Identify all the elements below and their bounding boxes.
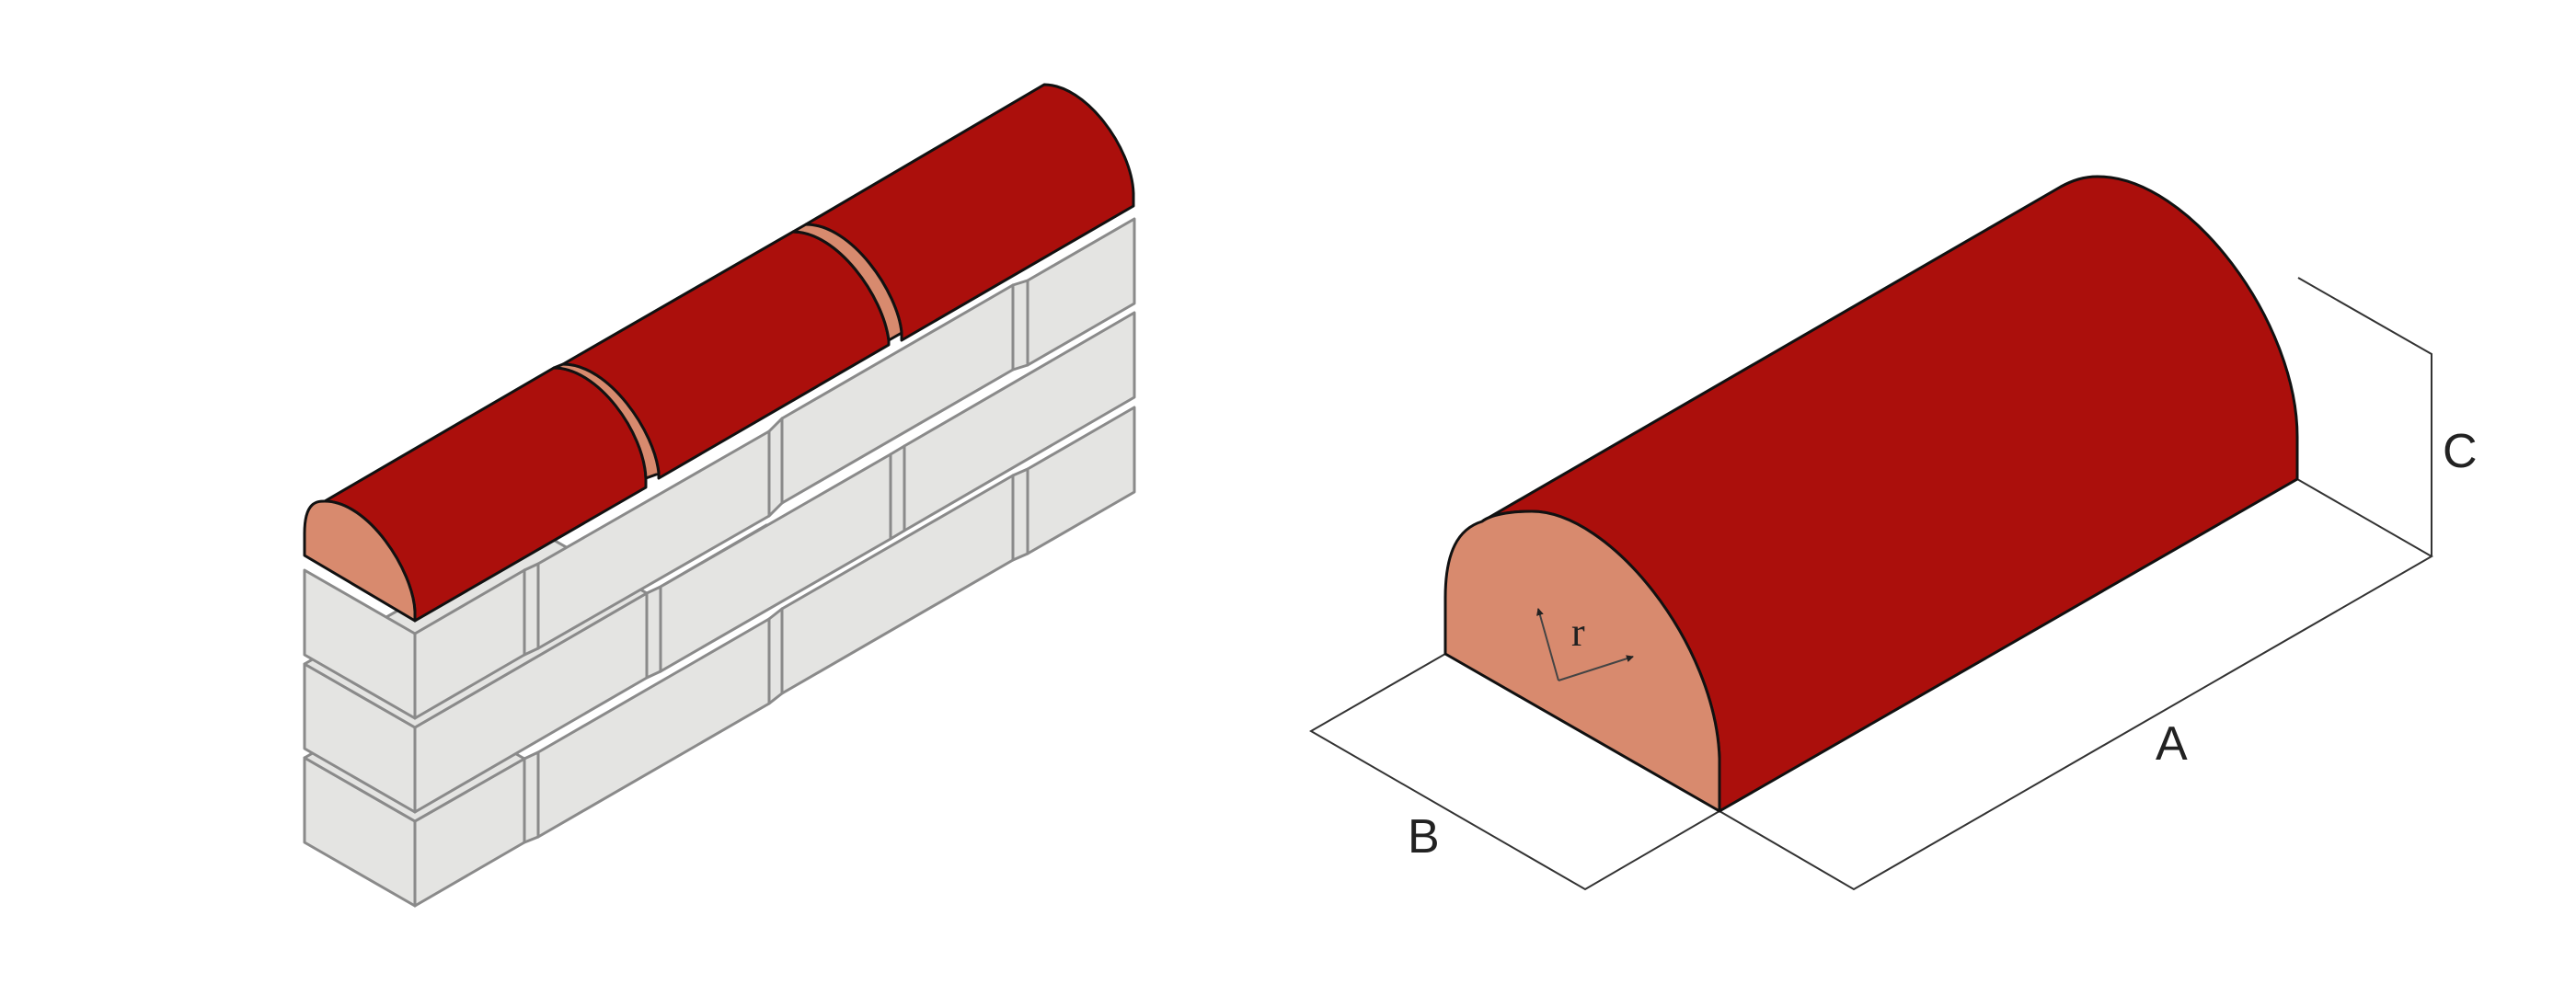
dimension-lines — [1308, 277, 2434, 891]
brick-joint — [523, 562, 540, 657]
dimension-b-line — [1308, 653, 1720, 891]
radius-arrow-right — [1558, 655, 1634, 681]
brick-joint — [645, 585, 662, 680]
brick-row-top — [303, 217, 1136, 720]
radius-indicator — [1536, 608, 1634, 681]
brick-joint — [767, 607, 784, 705]
radius-arrow-up — [1536, 608, 1559, 681]
brick-joint — [1011, 279, 1029, 372]
dimension-c-label: C — [2443, 425, 2478, 478]
dimension-a-line — [1719, 478, 2434, 891]
coping-joint-face — [552, 362, 661, 480]
dimension-b-label: B — [1408, 810, 1440, 864]
radius-label: r — [1571, 610, 1585, 655]
dimension-a-label: A — [2156, 717, 2188, 771]
coping-end-face — [1443, 509, 1721, 813]
coping-joint-face — [791, 223, 903, 342]
brick-joint — [767, 417, 784, 518]
brick-joint — [523, 750, 540, 844]
coping-stone-detail: r A B C — [1308, 175, 2478, 891]
brick-joint — [889, 444, 906, 541]
brick-wall-illustration — [303, 217, 1136, 908]
coping-end-face — [303, 499, 417, 623]
dimension-c-line — [2297, 277, 2432, 556]
brick-joint — [1011, 467, 1029, 562]
coping-stones-on-wall — [303, 83, 1135, 623]
